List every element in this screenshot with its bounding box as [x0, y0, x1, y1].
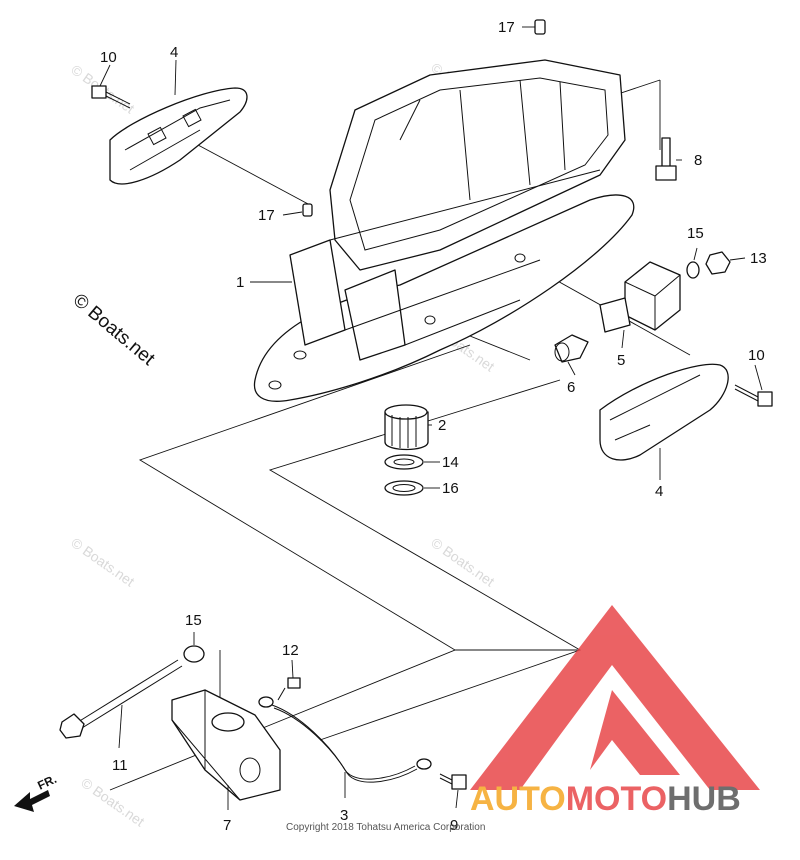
bolt-lower — [734, 384, 773, 407]
bolt-9 — [439, 773, 467, 790]
callout-4: 4 — [655, 483, 663, 500]
callout-16: 16 — [442, 480, 459, 497]
callout-2: 2 — [438, 417, 446, 434]
bracket — [171, 689, 281, 801]
watermark: © Boats.net — [68, 534, 137, 589]
callout-3: 3 — [340, 807, 348, 824]
callout-15: 15 — [687, 225, 704, 242]
callout-15: 15 — [185, 612, 202, 629]
drive-shaft-housing — [253, 59, 635, 402]
callouts: 17 10 4 8 17 15 13 1 5 10 6 2 14 4 16 15… — [100, 19, 767, 834]
bolt-8 — [655, 137, 677, 181]
callout-leaders — [99, 26, 763, 810]
logo-inner-icon — [590, 690, 680, 775]
watermark: © Boats.net — [78, 774, 147, 829]
front-arrow-label: FR. — [35, 772, 58, 793]
callout-8: 8 — [694, 152, 702, 169]
dowel-pin-top — [534, 19, 546, 35]
callout-6: 6 — [567, 379, 575, 396]
bolt-12 — [277, 677, 301, 701]
washer-15-upper — [686, 261, 700, 279]
callout-9: 9 — [450, 817, 458, 834]
callout-14: 14 — [442, 454, 459, 471]
callout-10: 10 — [748, 347, 765, 364]
collar — [554, 334, 589, 363]
nut-13 — [705, 251, 731, 275]
washer-14 — [384, 454, 424, 470]
callout-10: 10 — [100, 49, 117, 66]
callout-17: 17 — [498, 19, 515, 36]
automotohub-logo: AUTOMOTOHUB — [470, 605, 760, 818]
watermark: © Boats.net — [428, 534, 497, 589]
source-mark: © Boats.net — [69, 290, 159, 371]
callout-12: 12 — [282, 642, 299, 659]
snap-ring — [384, 480, 424, 496]
copyright: Copyright 2018 Tohatsu America Corporati… — [286, 822, 485, 833]
callout-4: 4 — [170, 44, 178, 61]
callout-13: 13 — [750, 250, 767, 267]
logo-text-auto: AUTOMOTOHUB — [470, 780, 741, 818]
ground-cable — [258, 696, 432, 783]
dowel-pin-left — [302, 203, 313, 217]
callout-11: 11 — [112, 757, 128, 774]
callout-17: 17 — [258, 207, 275, 224]
front-arrow: FR. — [14, 772, 59, 812]
needle-bearing — [384, 404, 429, 451]
mount-cover-upper — [109, 87, 248, 185]
logo-triangle-icon — [470, 605, 760, 790]
callout-7: 7 — [223, 817, 231, 834]
bolt-upper — [91, 85, 131, 109]
mount-rubber — [599, 261, 681, 333]
callout-1: 1 — [236, 274, 244, 291]
long-bolt — [59, 659, 183, 739]
mount-cover-lower — [599, 363, 729, 461]
callout-5: 5 — [617, 352, 625, 369]
washer-15-lower — [183, 645, 205, 663]
